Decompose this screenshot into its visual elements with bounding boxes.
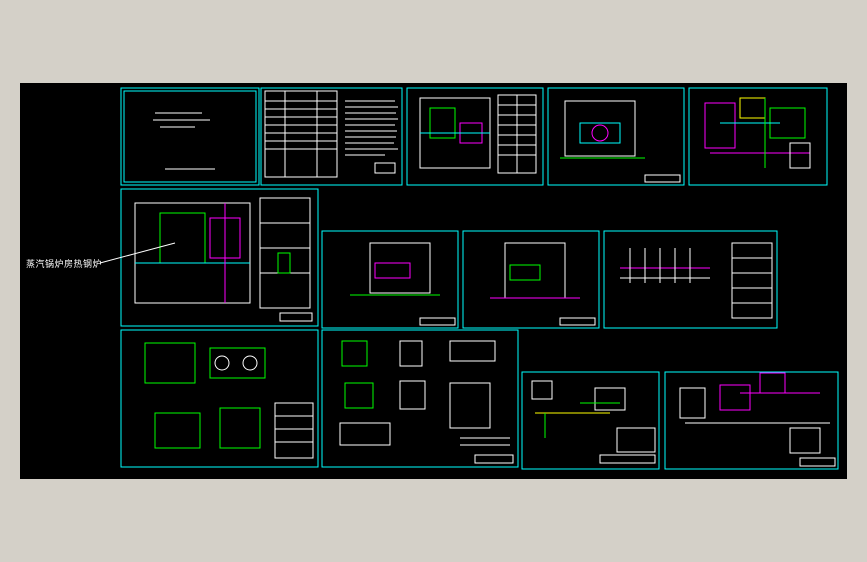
sheet-schematic[interactable] xyxy=(688,87,828,186)
sheet-elevation-c[interactable] xyxy=(462,230,600,329)
sheet-boiler-room-plan[interactable] xyxy=(120,188,319,327)
sheet-details[interactable] xyxy=(321,329,519,468)
sheet-system-diagram[interactable] xyxy=(664,371,839,470)
sheet-elevation-b[interactable] xyxy=(321,230,459,329)
sheet-plan-small[interactable] xyxy=(406,87,544,186)
sheet-foundation[interactable] xyxy=(120,329,319,468)
sheet-piping-plan[interactable] xyxy=(521,371,660,470)
cad-drawing-viewport[interactable]: 蒸汽锅炉房热钢炉 xyxy=(20,83,847,479)
sheet-index[interactable] xyxy=(260,87,403,186)
sheet-elevation-a[interactable] xyxy=(547,87,685,186)
sheet-section[interactable] xyxy=(603,230,778,329)
sheet-cover[interactable] xyxy=(120,87,260,186)
callout-label: 蒸汽锅炉房热钢炉 xyxy=(26,260,103,270)
cad-sheet-canvas[interactable] xyxy=(20,83,847,479)
callout-leader-line xyxy=(99,242,176,264)
